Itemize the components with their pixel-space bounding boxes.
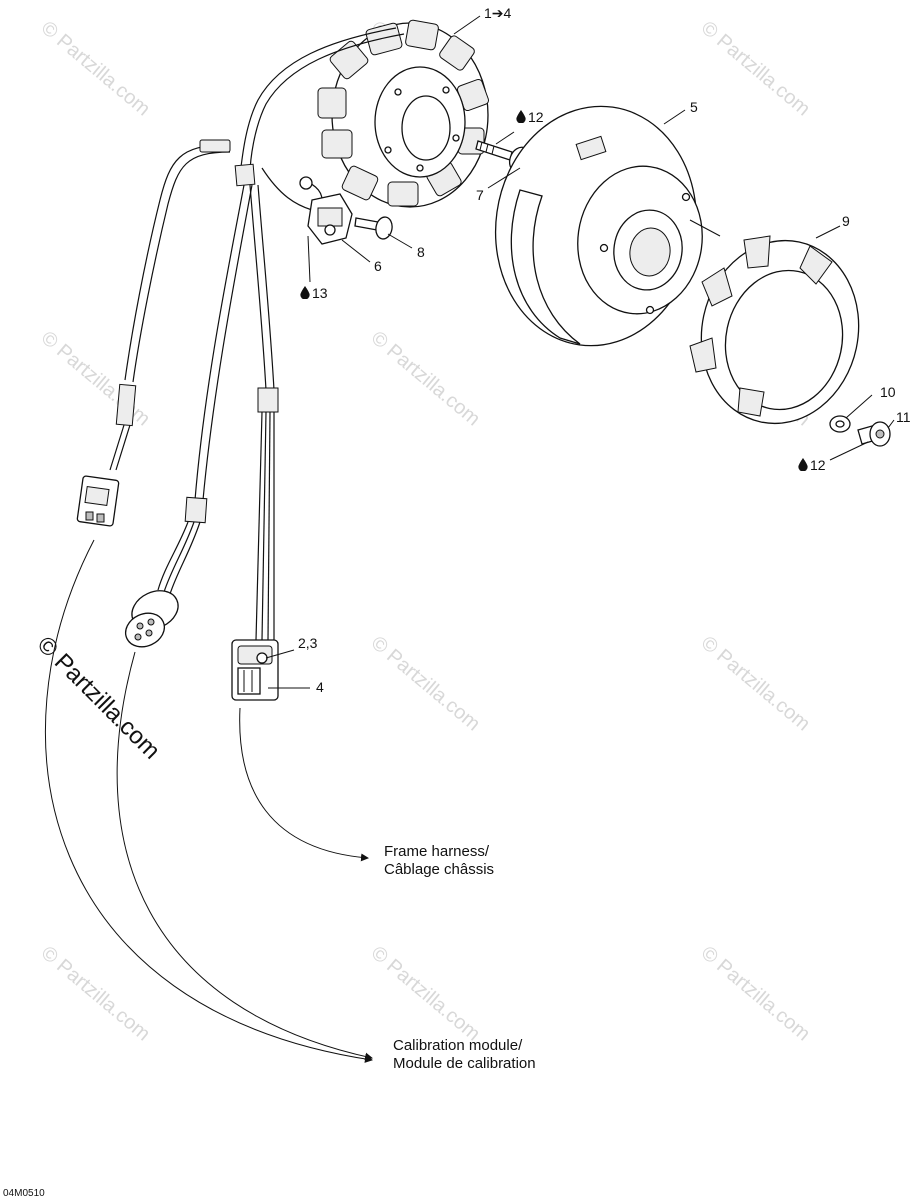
watermark-text: © Partzilla.com — [697, 17, 814, 120]
drop-icon — [300, 286, 310, 299]
leader-lines — [265, 15, 895, 689]
frame-harness-label: Frame harness/ — [384, 843, 490, 860]
watermark-text: © Partzilla.com — [37, 942, 154, 1045]
label-part-13: 13 — [312, 285, 328, 301]
label-part-4: 4 — [316, 679, 324, 695]
callout-labels: Frame harness/ Câblage châssis Calibrati… — [384, 843, 536, 1072]
label-part-11: 11 — [896, 409, 911, 425]
label-part-6: 6 — [374, 258, 382, 274]
label-part-7: 7 — [476, 187, 484, 203]
watermark-text: © Partzilla.com — [367, 632, 484, 735]
label-part-1-4: 1➔4 — [484, 5, 512, 21]
screw-part-11 — [857, 421, 891, 447]
watermark-text: © Partzilla.com — [37, 17, 154, 120]
calibration-module-label: Calibration module/ — [393, 1037, 523, 1054]
frame-harness-label-fr: Câblage châssis — [384, 861, 494, 878]
wiring-harness — [109, 27, 405, 641]
label-part-2-3: 2,3 — [298, 635, 318, 651]
watermark-main: © Partzilla.com — [32, 631, 165, 764]
callout-arrows — [44, 539, 373, 1063]
watermark-text: © Partzilla.com — [697, 942, 814, 1045]
connector-left — [76, 475, 120, 527]
connector-right — [231, 639, 279, 701]
calibration-module-label-fr: Module de calibration — [393, 1055, 536, 1072]
label-part-12-top: 12 — [528, 109, 544, 125]
trigger-wheel-part-9 — [689, 235, 860, 425]
part-labels: 1➔4 5 12 7 9 8 6 13 10 11 12 2,3 4 — [298, 5, 911, 695]
screw-part-8 — [354, 216, 393, 240]
watermark-text: © Partzilla.com — [697, 632, 814, 735]
washer-part-10 — [829, 415, 851, 433]
label-part-12-bottom: 12 — [810, 457, 826, 473]
connector-middle — [125, 590, 179, 648]
label-part-8: 8 — [417, 244, 425, 260]
watermark-text: © Partzilla.com — [37, 327, 154, 430]
watermark-text: © Partzilla.com — [367, 942, 484, 1045]
label-part-5: 5 — [690, 99, 698, 115]
stator — [317, 19, 490, 208]
drop-icon — [516, 110, 526, 123]
label-part-10: 10 — [880, 384, 896, 400]
label-part-9: 9 — [842, 213, 850, 229]
diagram-code: 04M0510 — [3, 1188, 45, 1199]
drop-icon — [798, 458, 808, 471]
bracket-part-6 — [307, 193, 353, 245]
flywheel-part-5 — [494, 105, 703, 347]
watermark-text: © Partzilla.com — [367, 327, 484, 430]
